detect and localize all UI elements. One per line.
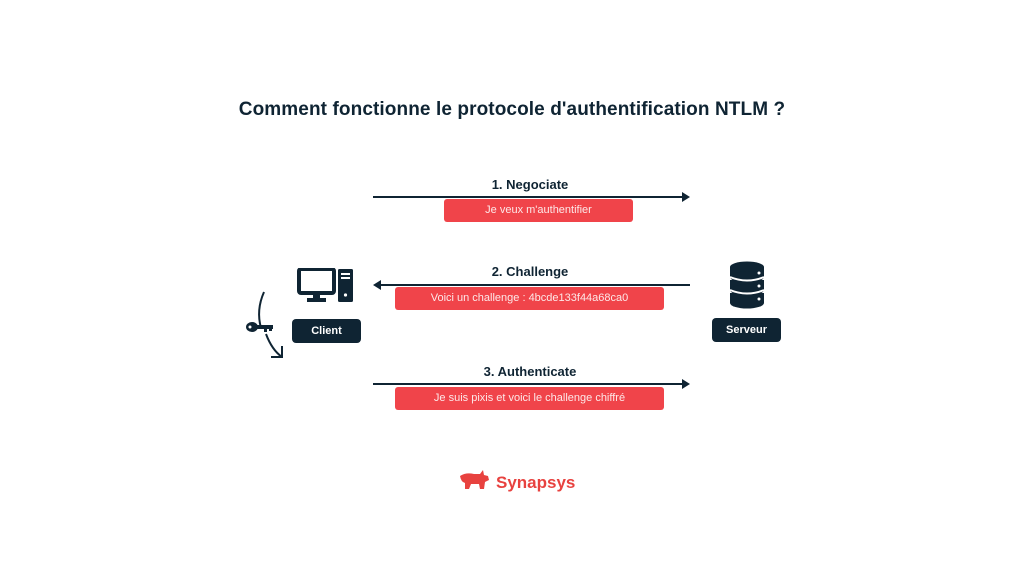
step-1-label: 1. Negociate: [491, 177, 569, 192]
key-icon: [244, 290, 288, 367]
step-3-label: 3. Authenticate: [483, 364, 577, 379]
arrow-left-step-2: [373, 280, 690, 290]
step-2-label: 2. Challenge: [491, 264, 569, 279]
arrow-right-step-3: [373, 379, 690, 389]
logo-text: Synapsys: [496, 472, 576, 492]
diagram-title: Comment fonctionne le protocole d'authen…: [238, 99, 786, 120]
client-node: Client: [292, 319, 361, 343]
arrow-right-step-1: [373, 192, 690, 202]
synapsys-logo: Synapsys: [458, 470, 575, 495]
step-1-message: Je veux m'authentifier: [444, 199, 633, 222]
rhino-icon: [458, 470, 490, 495]
step-2-message: Voici un challenge : 4bcde133f44a68ca0: [395, 287, 664, 310]
database-server-icon: [729, 261, 765, 314]
step-3-message: Je suis pixis et voici le challenge chif…: [395, 387, 664, 410]
server-node: Serveur: [712, 318, 781, 342]
desktop-computer-icon: [297, 267, 357, 309]
